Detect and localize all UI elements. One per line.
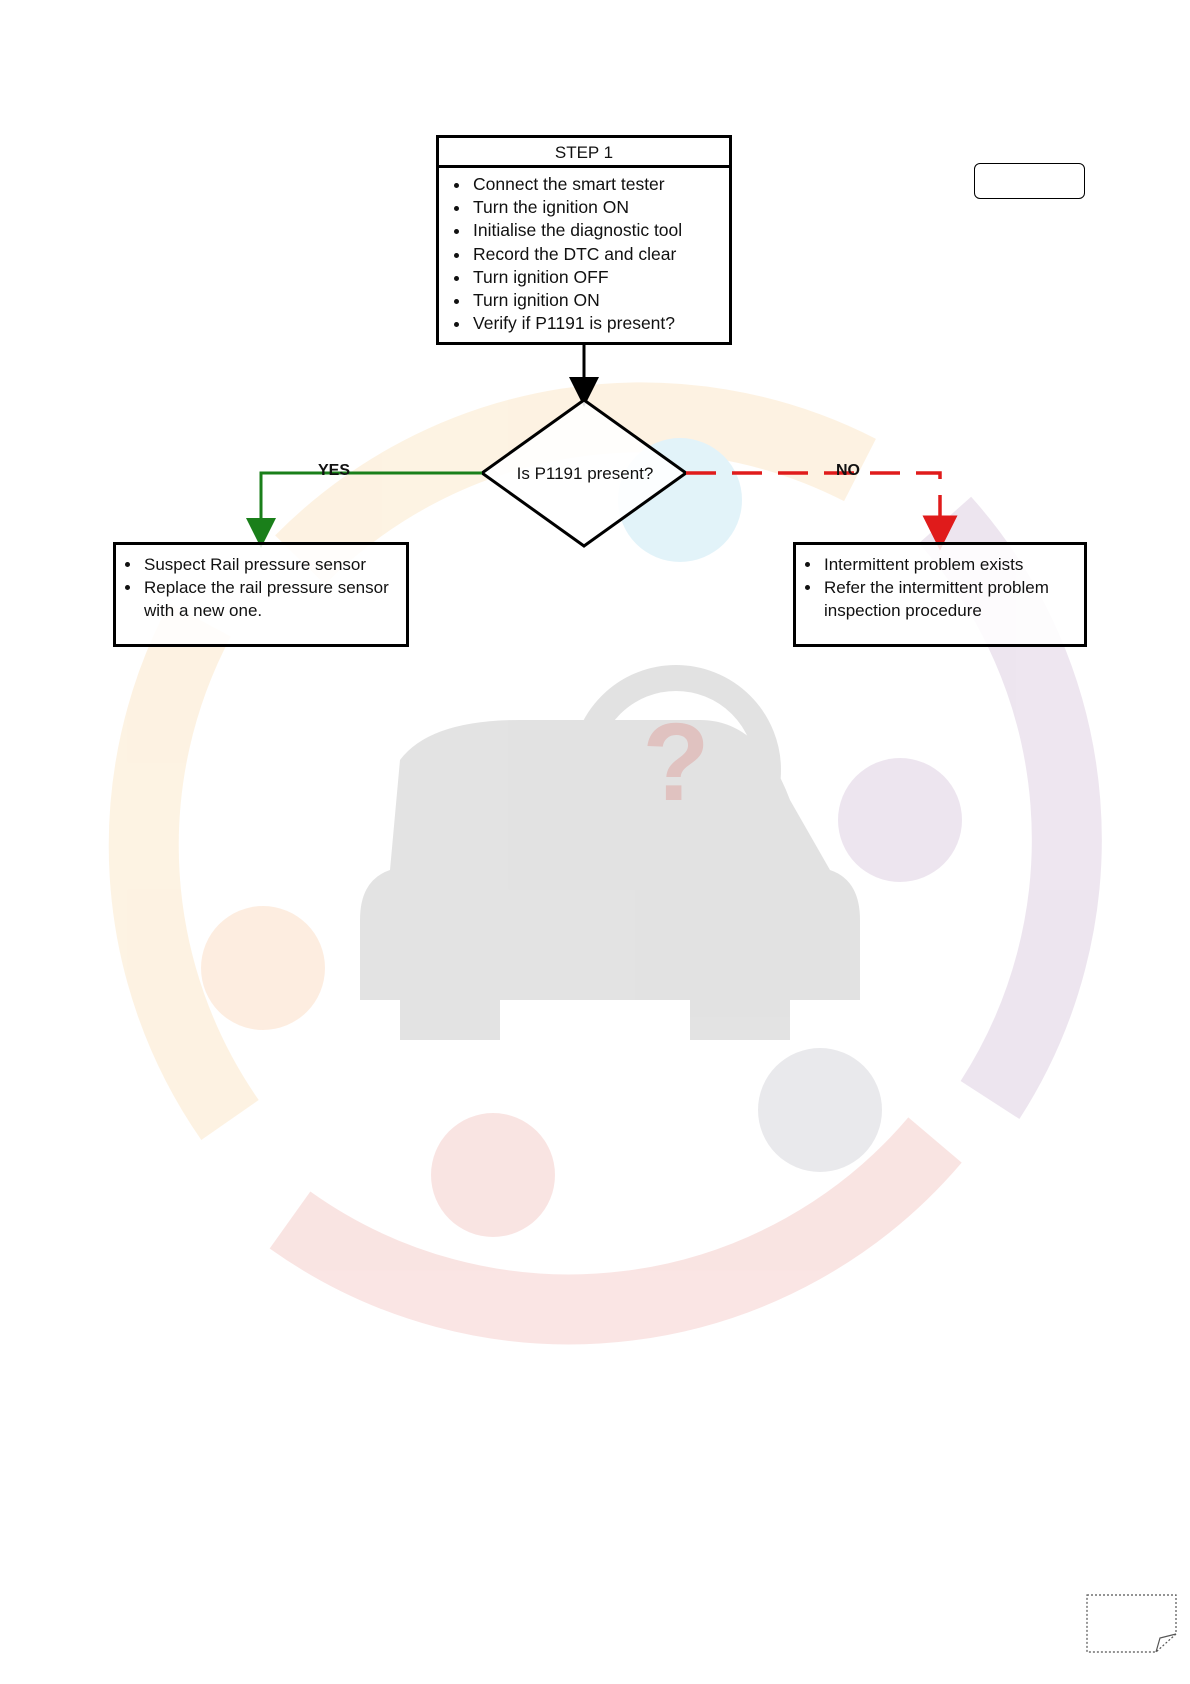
- step-1-box: STEP 1 Connect the smart tester Turn the…: [436, 135, 732, 345]
- step-title: STEP 1: [439, 138, 729, 168]
- yes-item: Replace the rail pressure sensor with a …: [142, 576, 406, 622]
- yes-result-box: Suspect Rail pressure sensor Replace the…: [113, 542, 409, 647]
- step-item: Turn ignition OFF: [471, 266, 729, 289]
- step-item: Connect the smart tester: [471, 173, 729, 196]
- no-item: Intermittent problem exists: [822, 553, 1084, 576]
- blank-field-box: [974, 163, 1085, 199]
- step-item: Record the DTC and clear: [471, 243, 729, 266]
- decision-question: Is P1191 present?: [516, 464, 654, 483]
- yes-list: Suspect Rail pressure sensor Replace the…: [116, 545, 406, 623]
- step-item: Verify if P1191 is present?: [471, 312, 729, 335]
- yes-arrow: [246, 471, 482, 548]
- step-item: Turn ignition ON: [471, 289, 729, 312]
- page-curl-icon: [1086, 1594, 1177, 1653]
- svg-text:?: ?: [642, 701, 709, 824]
- yes-label: YES: [318, 462, 351, 479]
- no-item: Refer the intermittent problem inspectio…: [822, 576, 1084, 622]
- decision-diamond: [479, 398, 689, 548]
- step-item: Initialise the diagnostic tool: [471, 219, 729, 242]
- yes-item: Suspect Rail pressure sensor: [142, 553, 406, 576]
- step-item: Turn the ignition ON: [471, 196, 729, 219]
- no-list: Intermittent problem exists Refer the in…: [796, 545, 1084, 623]
- no-arrow: [686, 471, 958, 551]
- step-list: Connect the smart tester Turn the igniti…: [439, 168, 729, 335]
- no-result-box: Intermittent problem exists Refer the in…: [793, 542, 1087, 647]
- no-label: NO: [836, 462, 860, 479]
